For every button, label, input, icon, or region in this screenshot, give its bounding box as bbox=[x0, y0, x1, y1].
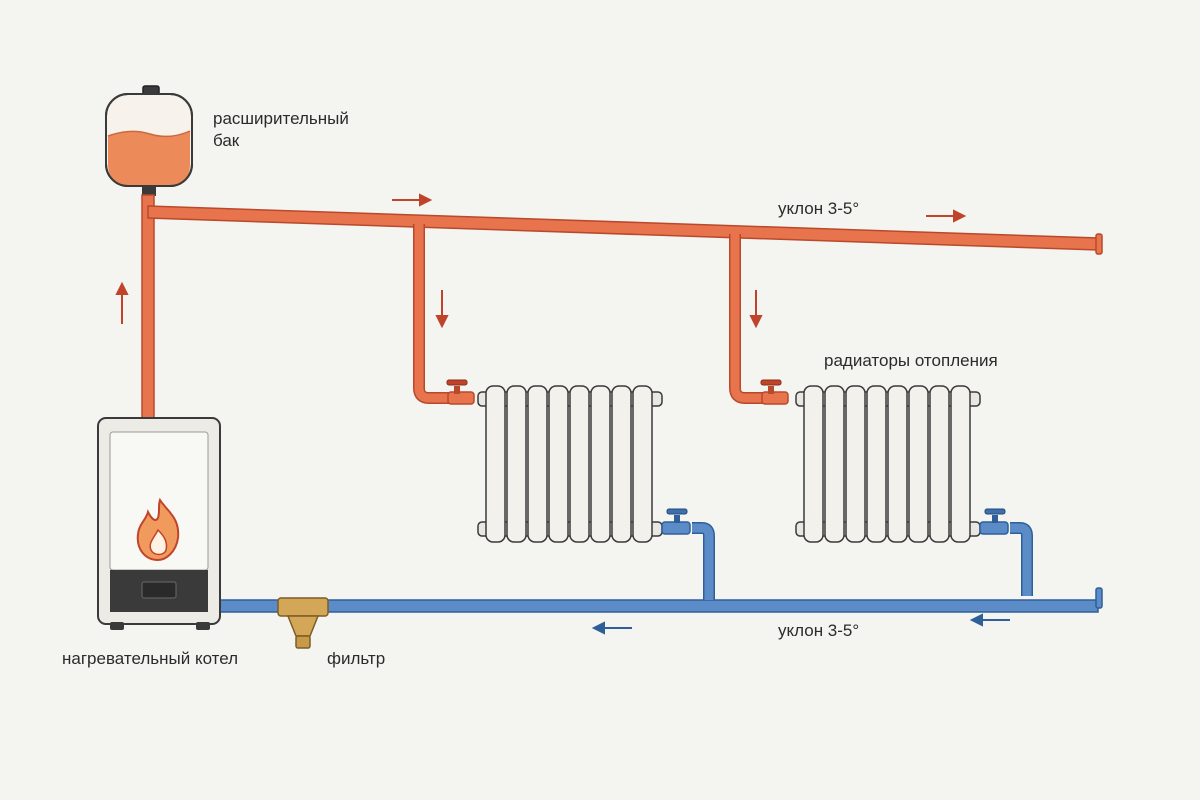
expansion-tank-label: расширительный бак bbox=[213, 108, 383, 152]
supply-pipes bbox=[141, 194, 1103, 424]
radiator-1 bbox=[477, 385, 663, 543]
valve-icon bbox=[979, 508, 1009, 535]
flow-arrow-icon bbox=[392, 193, 433, 207]
return-pipes bbox=[217, 522, 1103, 613]
expansion-tank-label-line2: бак bbox=[213, 131, 240, 150]
valve-icon bbox=[661, 508, 691, 535]
expansion-tank-label-line1: расширительный bbox=[213, 109, 349, 128]
radiator-2 bbox=[795, 385, 981, 543]
flame-icon bbox=[136, 497, 180, 562]
radiators-label: радиаторы отопления bbox=[824, 351, 998, 370]
filter-label: фильтр bbox=[327, 649, 386, 668]
flow-arrow-icon bbox=[969, 613, 1010, 627]
expansion-tank bbox=[105, 85, 193, 196]
valve-icon bbox=[760, 379, 789, 405]
filter bbox=[277, 597, 329, 649]
valve-icon bbox=[446, 379, 475, 405]
supply-slope-label: уклон 3-5° bbox=[778, 199, 860, 218]
flow-arrow-icon bbox=[749, 290, 763, 329]
return-slope-label: уклон 3-5° bbox=[778, 621, 860, 640]
flow-arrow-icon bbox=[591, 621, 632, 635]
flow-arrow-icon bbox=[435, 290, 449, 329]
boiler-label: нагревательный котел bbox=[62, 649, 239, 668]
flow-arrow-icon bbox=[926, 209, 967, 223]
flow-arrow-icon bbox=[115, 281, 129, 324]
